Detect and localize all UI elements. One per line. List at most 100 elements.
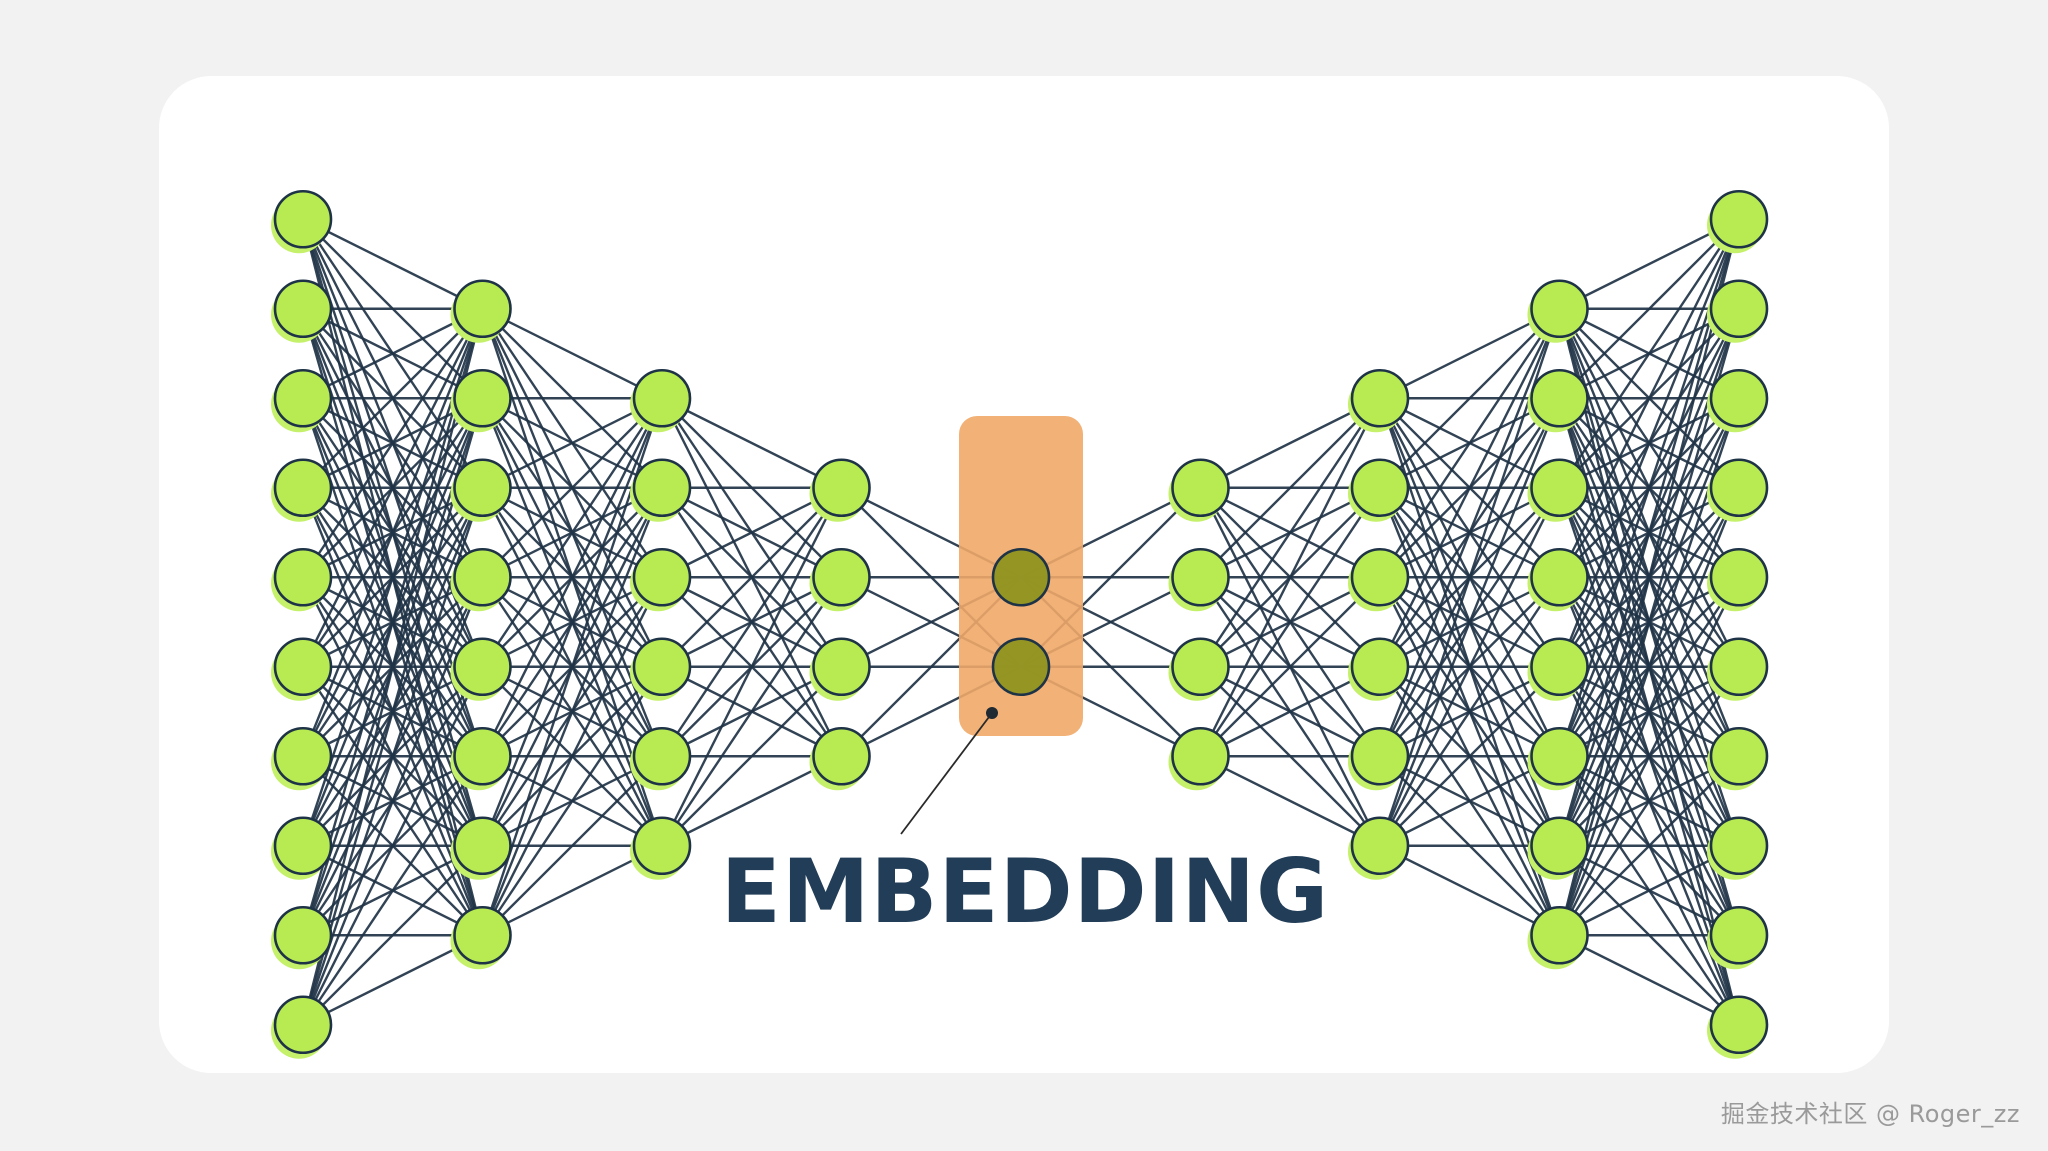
connections: [301, 218, 1741, 1026]
node-l6-2: [1350, 547, 1410, 607]
edge-l6-5-7: [1379, 844, 1561, 937]
node-l8-7: [1709, 816, 1769, 876]
node-l0-4: [273, 547, 333, 607]
node-l1-4: [453, 637, 512, 697]
edge-l5-3-2: [1199, 576, 1381, 758]
node-l0-0: [273, 189, 333, 249]
node-l2-4: [632, 726, 692, 786]
edge-l2-3-0: [661, 486, 843, 668]
embedding-label: EMBEDDING: [721, 840, 1330, 943]
node-l0-5: [273, 637, 333, 697]
edge-l1-7-2: [481, 576, 664, 936]
edge-l7-7-4: [1558, 576, 1741, 936]
node-l7-3: [1530, 547, 1589, 607]
edge-l2-5-0: [660, 487, 843, 847]
edge-l7-7-5: [1558, 666, 1740, 936]
pointer-line: [900, 712, 993, 835]
edge-l0-0-0: [302, 218, 484, 310]
node-l2-1: [632, 458, 692, 518]
edge-l1-7-4: [481, 755, 663, 937]
edge-l7-7-0: [1558, 218, 1741, 936]
edge-l7-1-0: [1558, 218, 1740, 400]
node-l6-5: [1350, 816, 1410, 876]
node-l8-0: [1709, 189, 1769, 249]
node-l1-2: [453, 458, 512, 518]
edge-l2-0-0: [661, 397, 843, 489]
edge-l0-9-6: [302, 844, 484, 1026]
node-l7-5: [1530, 726, 1589, 786]
node-l7-7: [1530, 905, 1589, 965]
edge-l1-7-1: [481, 487, 664, 936]
edge-l0-5-0: [301, 308, 484, 668]
node-l1-7: [453, 905, 512, 965]
node-l0-7: [273, 816, 333, 876]
node-l1-6: [453, 816, 512, 876]
node-l8-1: [1709, 279, 1769, 339]
edge-l7-4-0: [1558, 218, 1741, 668]
edge-l1-3-0: [481, 397, 663, 579]
node-l3-2: [812, 637, 871, 697]
node-l8-4: [1709, 547, 1769, 607]
node-l1-0: [453, 279, 512, 339]
node-l5-1: [1171, 547, 1230, 607]
node-l3-0: [812, 458, 871, 518]
edge-l1-7-3: [481, 666, 663, 936]
node-l1-5: [453, 726, 512, 786]
neurons: [271, 189, 1769, 1059]
edge-l2-5-1: [661, 576, 843, 847]
node-l8-8: [1709, 905, 1769, 965]
edge-l1-6-0: [481, 397, 664, 847]
edge-l0-9-0: [301, 308, 484, 1026]
embedding-node-0: [991, 547, 1051, 607]
node-l6-4: [1350, 726, 1410, 786]
node-l0-3: [273, 458, 333, 518]
node-l8-5: [1709, 637, 1769, 697]
node-l8-6: [1709, 726, 1769, 786]
edge-l5-3-5: [1199, 755, 1381, 847]
edge-l7-2-0: [1558, 218, 1740, 489]
edge-l2-5-2: [661, 665, 843, 847]
edge-l6-2-0: [1379, 308, 1561, 578]
embedding-pointer: [900, 707, 998, 835]
edge-l0-9-5: [302, 755, 484, 1026]
node-l7-0: [1530, 279, 1589, 339]
node-l8-9: [1709, 995, 1769, 1055]
edge-l2-4-0: [661, 487, 843, 757]
edge-l5-3-0: [1199, 397, 1382, 757]
edge-l0-4-0: [302, 308, 484, 578]
edge-l7-7-9: [1558, 934, 1740, 1026]
node-l7-4: [1530, 637, 1589, 697]
edge-l5-3-1: [1199, 487, 1381, 757]
edge-l5-1-0: [1199, 397, 1381, 579]
node-l3-3: [812, 726, 871, 786]
edge-l0-9-3: [301, 576, 484, 1026]
edge-l0-6-0: [301, 308, 484, 757]
node-l2-3: [632, 637, 692, 697]
edge-l6-5-3: [1379, 576, 1561, 847]
edge-l5-2-0: [1199, 397, 1381, 668]
edge-l0-9-4: [301, 666, 484, 1026]
node-l7-1: [1530, 368, 1589, 428]
node-l0-8: [273, 905, 333, 965]
edge-l6-5-2: [1378, 487, 1561, 847]
node-l6-1: [1350, 458, 1410, 518]
node-l6-3: [1350, 637, 1410, 697]
watermark: 掘金技术社区 @ Roger_zz: [1720, 1100, 2020, 1128]
node-l5-2: [1171, 637, 1230, 697]
edge-l1-0-0: [481, 307, 663, 400]
node-l0-2: [273, 368, 333, 428]
edge-l6-1-0: [1379, 307, 1561, 489]
embedding-node-1: [991, 637, 1051, 697]
node-l2-0: [632, 368, 692, 428]
edge-l7-3-0: [1558, 218, 1741, 578]
node-l2-5: [632, 816, 692, 876]
node-l7-6: [1530, 816, 1589, 876]
edge-l6-5-4: [1379, 665, 1561, 847]
pointer-dot: [986, 707, 998, 719]
node-l1-1: [453, 368, 512, 428]
edge-l1-5-0: [481, 397, 664, 757]
node-l2-2: [632, 547, 692, 607]
node-l5-0: [1171, 458, 1230, 518]
edge-l6-4-0: [1378, 308, 1561, 757]
